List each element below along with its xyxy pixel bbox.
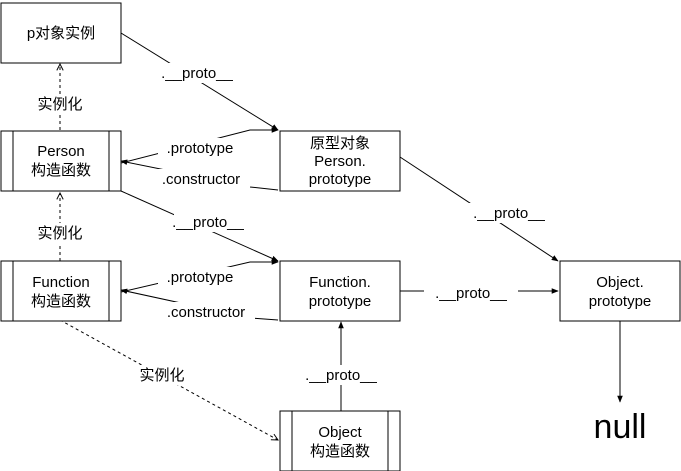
node-function-prototype-line2: prototype [309, 293, 372, 310]
label-function-prototype: .prototype [167, 269, 234, 286]
node-p-instance: p对象实例 [0, 2, 122, 64]
label-function-proto-proto: .__proto__ [435, 285, 507, 302]
label-person-proto-proto: .__proto__ [473, 205, 545, 222]
node-person-constructor-line2: 构造函数 [31, 162, 91, 179]
node-object-prototype: Object. prototype [559, 260, 681, 322]
label-person-prototype: .prototype [167, 140, 234, 157]
label-person-constructor: .constructor [162, 171, 240, 188]
label-p-proto: .__proto__ [161, 65, 233, 82]
node-object-prototype-line2: prototype [589, 293, 652, 310]
label-object-ctor-proto: .__proto__ [305, 367, 377, 384]
node-function-constructor-line1: Function [32, 274, 90, 291]
node-person-prototype-line2: Person. [314, 153, 366, 170]
label-instance-of-1: 实例化 [37, 96, 82, 113]
node-function-prototype-line1: Function. [309, 274, 371, 291]
node-null: null [594, 408, 647, 446]
node-object-constructor: Object 构造函数 [279, 410, 401, 471]
label-person-ctor-proto: .__proto__ [172, 214, 244, 231]
node-function-constructor-line2: 构造函数 [31, 293, 91, 310]
node-object-constructor-line1: Object [318, 424, 362, 441]
node-person-constructor: Person 构造函数 [0, 130, 122, 192]
node-p-instance-label: p对象实例 [27, 25, 95, 42]
node-function-prototype: Function. prototype [279, 260, 401, 322]
node-person-constructor-line1: Person [37, 143, 85, 160]
node-person-prototype: 原型对象 Person. prototype [279, 130, 401, 192]
label-instance-of-3: 实例化 [139, 367, 184, 384]
node-object-prototype-line1: Object. [596, 274, 644, 291]
node-object-constructor-line2: 构造函数 [310, 443, 370, 460]
label-instance-of-2: 实例化 [37, 225, 82, 242]
label-function-constructor: .constructor [167, 304, 245, 321]
node-person-prototype-line3: prototype [309, 171, 372, 188]
node-function-constructor: Function 构造函数 [0, 260, 122, 322]
node-person-prototype-line1: 原型对象 [310, 135, 370, 152]
